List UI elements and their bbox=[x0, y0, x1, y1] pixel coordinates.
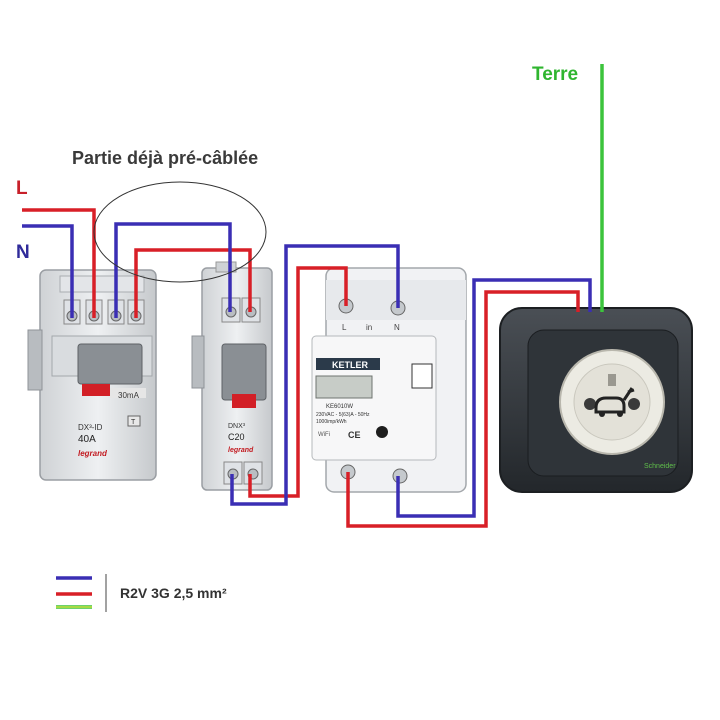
prewired-ellipse bbox=[93, 181, 267, 283]
meter-spec-1: 230VAC - 5(63)A - 50Hz bbox=[316, 412, 370, 418]
label-terre: Terre bbox=[532, 64, 578, 85]
circuit-breaker: DNX³ C20 legrand bbox=[191, 261, 273, 491]
differential-switch: 30mA DX³-ID 40A legrand T bbox=[27, 269, 157, 481]
phase-feed-wire bbox=[22, 208, 96, 318]
meter-model: KE6010W bbox=[326, 404, 353, 410]
phase-meter-to-outlet-wire bbox=[346, 290, 580, 528]
neutral-wires bbox=[22, 222, 592, 518]
legend-cable-label: R2V 3G 2,5 mm² bbox=[120, 585, 227, 601]
label-neutral: N bbox=[16, 242, 30, 263]
breaker-rating: C20 bbox=[228, 432, 245, 442]
neutral-breaker-to-meter-wire bbox=[230, 244, 400, 506]
meter-brand: KETLER bbox=[332, 360, 369, 370]
phase-prewired-wire bbox=[134, 248, 252, 318]
ev-charging-icon bbox=[594, 387, 635, 417]
breaker-type: DNX³ bbox=[228, 423, 246, 430]
differential-type: DX³-ID bbox=[78, 423, 103, 432]
differential-brand: legrand bbox=[78, 449, 108, 458]
differential-rating: 40A bbox=[78, 434, 96, 445]
neutral-meter-to-outlet-wire bbox=[396, 278, 592, 518]
meter-qr-code bbox=[411, 363, 433, 389]
legend: R2V 3G 2,5 mm² bbox=[56, 574, 227, 612]
neutral-feed-wire bbox=[22, 224, 74, 318]
label-prewired: Partie déjà pré-câblée bbox=[72, 148, 258, 168]
differential-test-button: T bbox=[131, 419, 136, 426]
meter-wifi-label: WiFi bbox=[318, 432, 330, 438]
outlet-brand: Schneider bbox=[644, 463, 676, 470]
meter-spec-2: 1000imp/kWh bbox=[316, 419, 347, 425]
meter-terminal-in: in bbox=[366, 323, 372, 332]
phase-wires bbox=[22, 208, 580, 528]
outlet-box: Schneider bbox=[499, 307, 693, 493]
meter-terminal-l: L bbox=[342, 323, 347, 332]
phase-breaker-to-meter-wire bbox=[248, 266, 348, 498]
label-phase: L bbox=[16, 178, 28, 199]
energy-meter: L in N KETLER KE6010W 230VAC - 5(63)A - … bbox=[311, 267, 467, 493]
neutral-prewired-wire bbox=[114, 222, 232, 318]
differential-sensitivity: 30mA bbox=[118, 391, 140, 400]
breaker-brand: legrand bbox=[228, 447, 254, 454]
meter-button bbox=[376, 426, 388, 438]
meter-ce-mark: CE bbox=[348, 430, 361, 440]
meter-terminal-n: N bbox=[394, 323, 400, 332]
